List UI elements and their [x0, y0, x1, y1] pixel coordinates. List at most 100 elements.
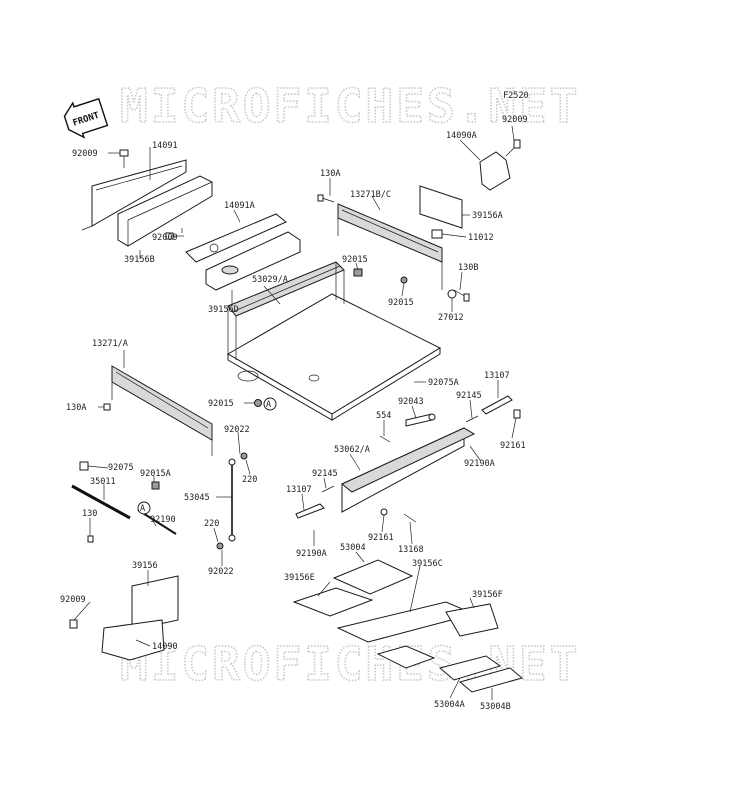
label-92075: 92075	[108, 463, 134, 473]
label-92190A: 92190A	[464, 459, 495, 469]
tailgate-53062A	[341, 427, 476, 513]
label-13107: 13107	[484, 371, 510, 381]
label-13271A: 13271/A	[92, 339, 128, 349]
mat-lower	[376, 645, 436, 669]
side-panel-14091A	[185, 213, 287, 263]
gate-13271BC	[337, 203, 443, 290]
label-35011: 35011	[90, 477, 116, 487]
label-92009: 92009	[502, 115, 528, 125]
label-92009: 92009	[60, 595, 86, 605]
front-arrow-icon: FRONT	[63, 97, 109, 139]
label-92145: 92145	[456, 391, 482, 401]
label-130A: 130A	[320, 169, 340, 179]
label-92015A: 92015A	[140, 469, 171, 479]
mat-39156E	[292, 587, 374, 617]
mat-53004B	[458, 667, 524, 693]
bolt-92009-mid	[165, 232, 184, 240]
label-92161: 92161	[368, 533, 394, 543]
spring-13168	[403, 513, 417, 523]
label-39156A: 39156A	[472, 211, 503, 221]
label-92190: 92190	[150, 515, 176, 525]
cap-92075	[79, 461, 89, 471]
label-53004: 53004	[340, 543, 366, 553]
bolt-92009-lower	[69, 619, 78, 629]
washer-27012	[447, 289, 457, 299]
mat-53004A	[438, 655, 502, 681]
label-554: 554	[376, 411, 391, 421]
leader-lines	[73, 125, 517, 700]
label-92043: 92043	[398, 397, 424, 407]
label-220: 220	[242, 475, 257, 485]
label-39156B: 39156B	[124, 255, 155, 265]
label-14090: 14090	[152, 642, 178, 652]
label-13168: 13168	[398, 545, 424, 555]
side-panel-14091	[81, 159, 187, 231]
label-14091A: 14091A	[224, 201, 255, 211]
bolt-130A-top	[317, 194, 335, 203]
svg-text:A: A	[140, 504, 145, 514]
cable-53045	[216, 452, 248, 550]
label-39156C: 39156C	[412, 559, 443, 569]
bolt-92009-left	[119, 149, 129, 168]
label-92009: 92009	[72, 149, 98, 159]
label-130B: 130B	[458, 263, 478, 273]
spring-92145-left	[321, 485, 335, 493]
label-13107: 13107	[286, 485, 312, 495]
label-130A: 130A	[66, 403, 86, 413]
pad-39156	[131, 575, 179, 631]
plate-14090	[101, 619, 165, 661]
pin-92043	[405, 413, 436, 427]
label-53004A: 53004A	[434, 700, 465, 710]
spring-92145-right	[465, 415, 479, 423]
label-130: 130	[82, 509, 97, 519]
nut-92015-mid	[254, 399, 262, 407]
label-92190A: 92190A	[296, 549, 327, 559]
label-220: 220	[204, 519, 219, 529]
cap-11012	[431, 229, 443, 239]
bolt-130A-left	[103, 403, 111, 411]
pin-13107-left	[295, 503, 325, 519]
label-53045: 53045	[184, 493, 210, 503]
label-53062A: 53062/A	[334, 445, 370, 455]
label-14090A: 14090A	[446, 131, 477, 141]
bolt-92009-right	[505, 139, 521, 157]
label-92075A: 92075A	[428, 378, 459, 388]
bolt-130B	[453, 289, 470, 302]
callout-a-1: A	[263, 397, 277, 411]
label-27012: 27012	[438, 313, 464, 323]
nut-92015A	[151, 481, 160, 490]
label-92145: 92145	[312, 469, 338, 479]
label-39156: 39156	[132, 561, 158, 571]
svg-text:A: A	[266, 400, 271, 410]
label-92161: 92161	[500, 441, 526, 451]
label-92009: 92009	[152, 233, 178, 243]
diagram-code: F2520	[503, 91, 529, 101]
label-92015: 92015	[208, 399, 234, 409]
pad-39156D	[205, 231, 301, 291]
label-39156F: 39156F	[472, 590, 503, 600]
label-11012: 11012	[468, 233, 494, 243]
label-14091: 14091	[152, 141, 178, 151]
callout-a-2: A	[137, 501, 151, 515]
mat-39156F	[445, 603, 499, 637]
pad-39156B	[117, 175, 213, 247]
label-39156E: 39156E	[284, 573, 315, 583]
label-39156D: 39156D	[208, 305, 239, 315]
pad-39156A	[419, 185, 463, 229]
label-13271BC: 13271B/C	[350, 190, 391, 200]
cargo-bed-53029	[226, 261, 442, 421]
bolt-130	[87, 535, 94, 543]
watermark-bottom: MICROFICHES.NET	[120, 637, 580, 691]
bushing-92161	[380, 409, 521, 516]
mat-53004	[332, 559, 414, 595]
label-92015: 92015	[388, 298, 414, 308]
watermark-top: MICROFICHES.NET	[120, 79, 580, 133]
pin-13107-right	[481, 395, 513, 415]
nut-92015-upper	[353, 268, 408, 284]
label-92022: 92022	[208, 567, 234, 577]
label-92015: 92015	[342, 255, 368, 265]
part-labels: 92009 14091 39156B 14091A 92009 39156D 5…	[60, 115, 528, 712]
plate-14090A	[479, 151, 511, 191]
